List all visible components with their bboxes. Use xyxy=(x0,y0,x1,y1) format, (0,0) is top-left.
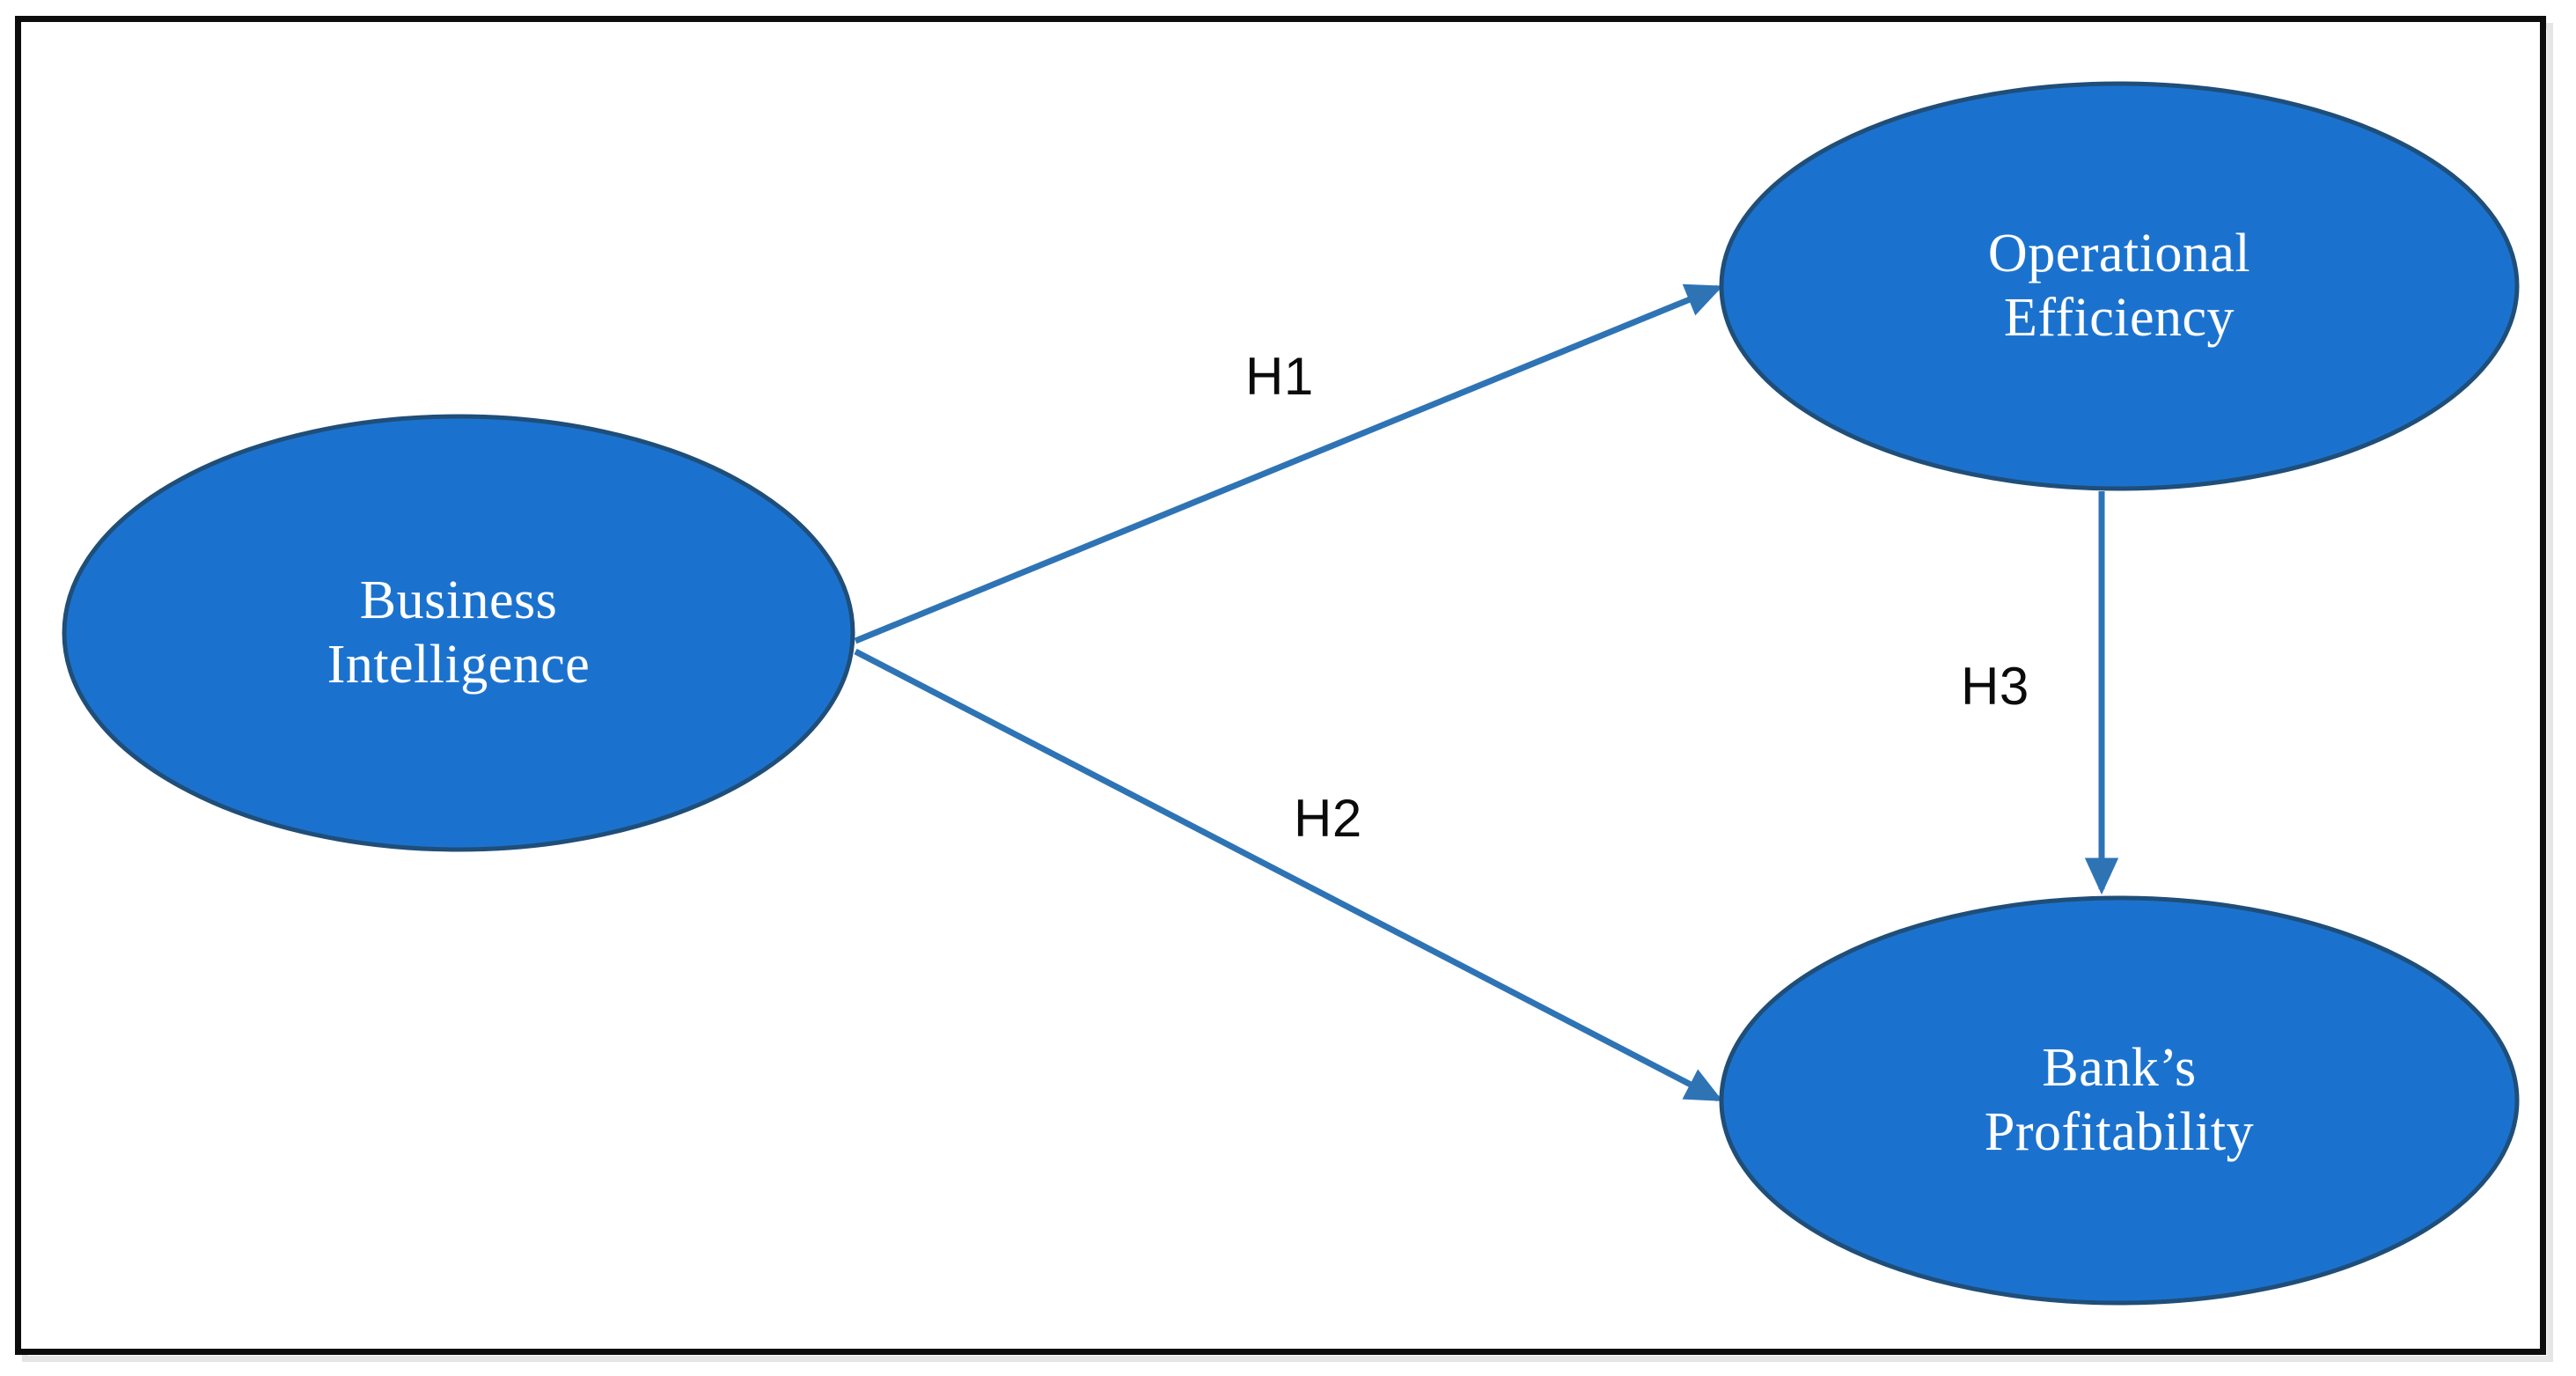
nodes-group xyxy=(62,81,2520,1306)
edge-h1-arrow xyxy=(854,283,1723,644)
edge-label-h1: H1 xyxy=(1245,347,1314,406)
node-business-intelligence-ellipse[interactable] xyxy=(62,414,855,852)
edge-h2-arrow xyxy=(854,648,1723,1102)
node-banks-profitability-ellipse[interactable] xyxy=(1719,895,2520,1306)
node-operational-efficiency-ellipse[interactable] xyxy=(1719,81,2520,491)
edge-label-h2: H2 xyxy=(1294,789,1362,848)
edges-group xyxy=(854,283,2119,1102)
edge-label-h3: H3 xyxy=(1961,657,2029,716)
